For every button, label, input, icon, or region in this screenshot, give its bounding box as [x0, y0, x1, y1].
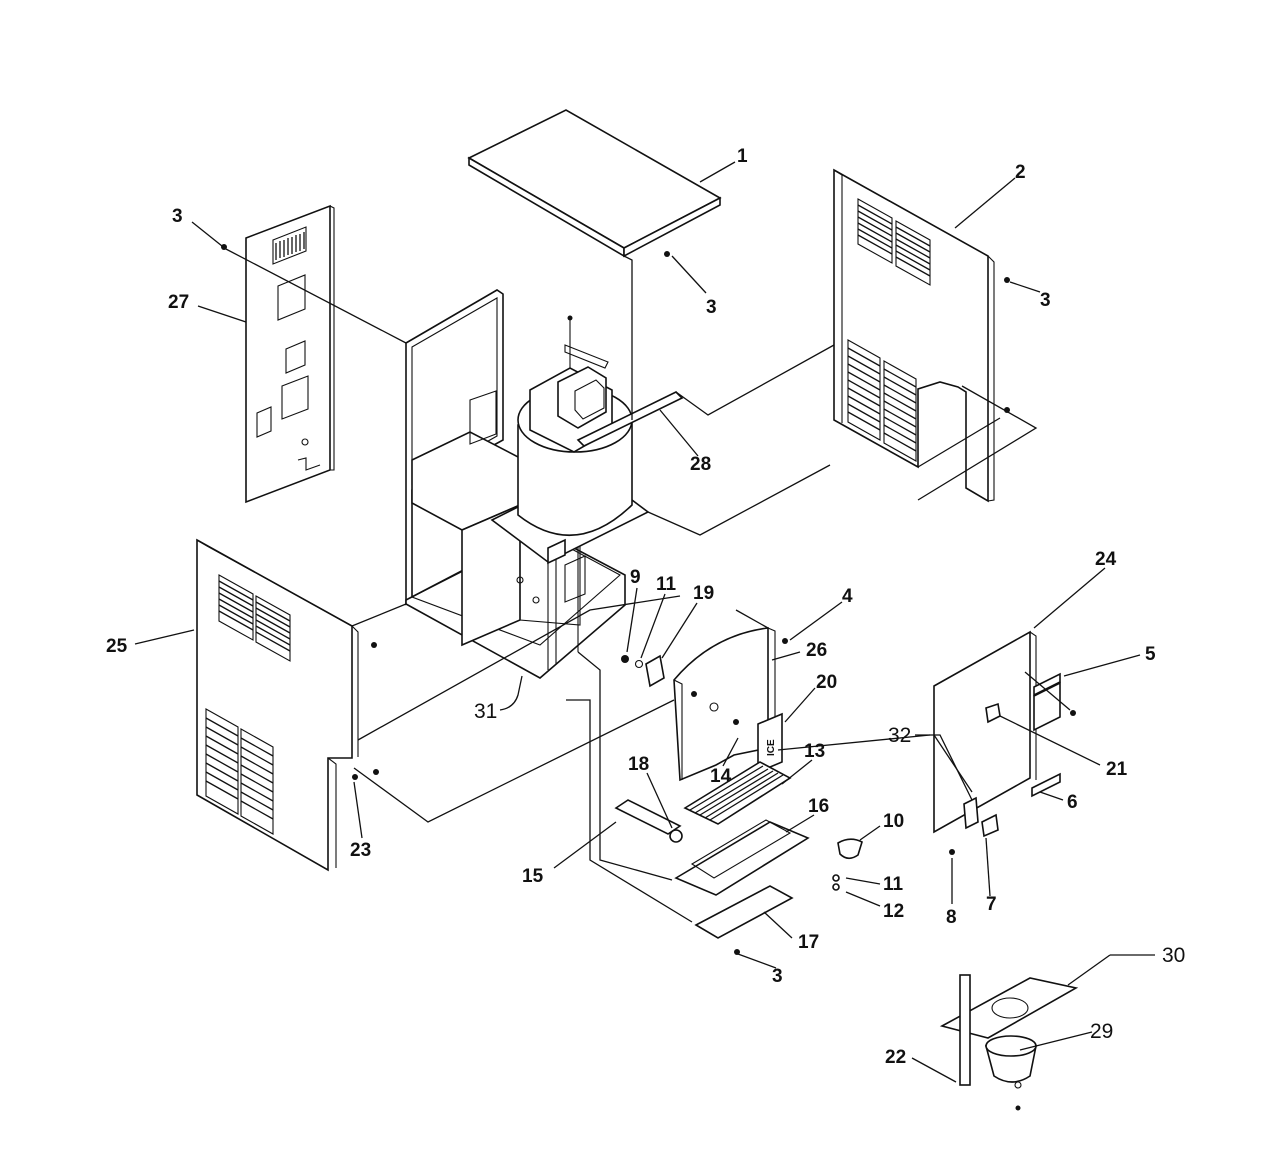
part-drip-grill — [683, 761, 792, 825]
callout-25: 25 — [106, 636, 128, 657]
callout-15: 15 — [522, 866, 544, 887]
callout-31: 31 — [474, 700, 497, 723]
callout-24: 24 — [1095, 549, 1117, 570]
part-splash-panel — [694, 885, 794, 939]
callout-9: 9 — [630, 567, 641, 588]
assembly-phantom-lines — [223, 247, 1071, 923]
callout-6: 6 — [1067, 792, 1078, 813]
callout-10: 10 — [883, 811, 904, 832]
callout-21: 21 — [1106, 759, 1128, 780]
callout-22: 22 — [885, 1047, 906, 1068]
callout-28: 28 — [690, 454, 711, 475]
callout-3: 3 — [706, 297, 717, 318]
part-right-side-panel — [833, 168, 995, 503]
callout-4: 4 — [842, 586, 853, 607]
callout-leaders — [134, 161, 1155, 1083]
part-valve-assembly — [939, 974, 1079, 1111]
callout-2: 2 — [1015, 162, 1026, 183]
part-front-panel — [673, 627, 776, 782]
callout-11: 11 — [656, 574, 677, 595]
callout-18: 18 — [628, 754, 649, 775]
part-drip-tray — [674, 819, 810, 896]
callout-17: 17 — [798, 932, 819, 953]
part-back-panel — [245, 204, 335, 504]
callout-1: 1 — [737, 146, 748, 167]
callout-8: 8 — [946, 907, 957, 928]
ice-label-text: ICE — [766, 739, 777, 756]
callout-3: 3 — [1040, 290, 1051, 311]
callout-32: 32 — [888, 724, 911, 747]
callout-26: 26 — [806, 640, 827, 661]
callout-23: 23 — [350, 840, 371, 861]
callout-labels: 1 2 3 3 3 3 27 28 9 11 19 4 24 26 5 20 2… — [106, 146, 1185, 1068]
part-drain-tube — [614, 799, 683, 843]
callout-13: 13 — [804, 741, 825, 762]
part-drain-fitting — [832, 838, 863, 891]
part-front-door-panel — [933, 630, 1061, 838]
callout-30: 30 — [1162, 944, 1185, 967]
callout-29: 29 — [1090, 1020, 1113, 1043]
part-ice-label: ICE — [757, 712, 783, 774]
callout-27: 27 — [168, 292, 189, 313]
callout-16: 16 — [808, 796, 829, 817]
part-cabinet-frame — [405, 289, 626, 679]
part-left-side-panel — [196, 538, 359, 872]
part-switch-bracket — [621, 654, 665, 688]
callout-12: 12 — [883, 901, 904, 922]
callout-19: 19 — [693, 583, 714, 604]
callout-11: 11 — [883, 874, 904, 895]
callout-3: 3 — [172, 206, 183, 227]
hardware-dots — [221, 244, 1076, 955]
callout-3: 3 — [772, 966, 783, 987]
part-top-cover — [467, 109, 722, 258]
callout-7: 7 — [986, 894, 997, 915]
part-evaporator-assembly — [490, 318, 684, 565]
callout-5: 5 — [1145, 644, 1156, 665]
callout-20: 20 — [816, 672, 837, 693]
callout-14: 14 — [710, 766, 732, 787]
